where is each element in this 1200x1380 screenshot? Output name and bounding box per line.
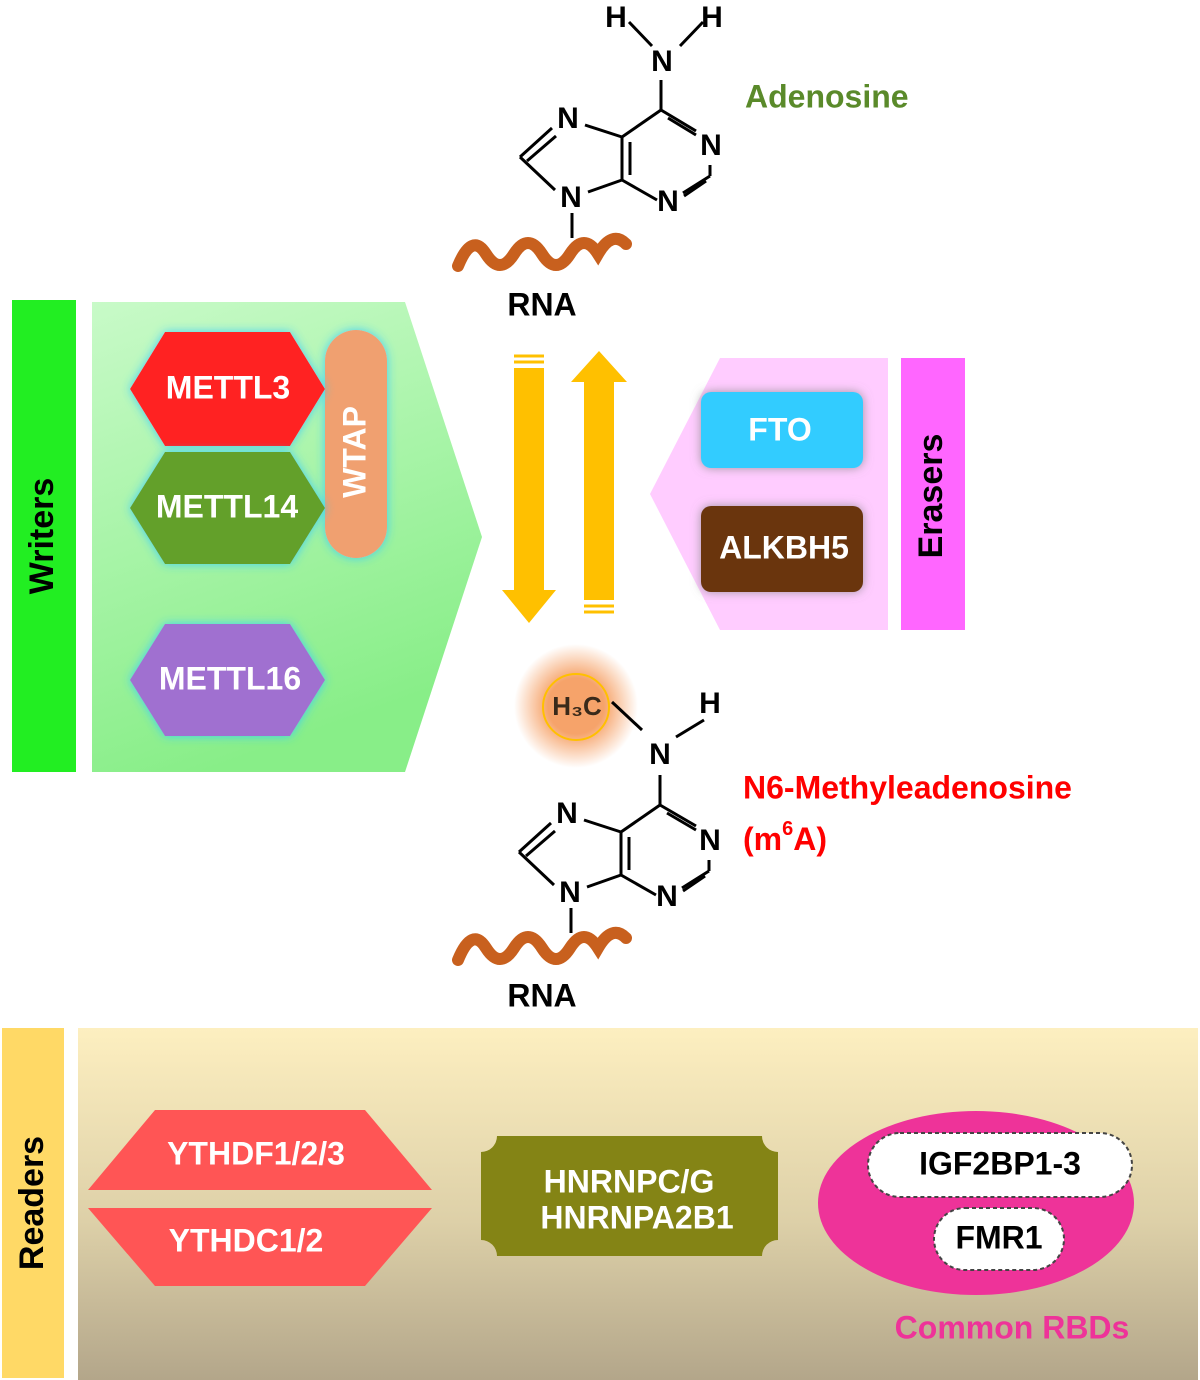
alkbh5-box	[701, 506, 863, 592]
writers-bar	[12, 300, 76, 772]
m6a-abbr-suffix: A)	[793, 821, 827, 857]
alkbh5-label: ALKBH5	[719, 529, 849, 565]
m6a-amino-n: N	[649, 738, 671, 771]
readers-section: Readers YTHDF1/2/3 YTHDC1/2 HNRNPC/G HNR…	[2, 1028, 1198, 1380]
hnrnp-ticket	[481, 1136, 778, 1256]
methyl-group: H₃C	[552, 691, 602, 721]
m6a-rna-strand	[452, 926, 632, 966]
erasers-section: Erasers FTO ALKBH5	[650, 358, 965, 630]
adenosine-n7: N	[557, 102, 579, 135]
methylation-arrow-down	[502, 354, 556, 623]
demethylation-arrow-up	[571, 351, 627, 614]
mettl14-label: METTL14	[156, 488, 298, 524]
fto-label: FTO	[748, 411, 811, 447]
wtap-label: WTAP	[336, 406, 372, 498]
m6a-abbreviation: (m6A)	[743, 818, 827, 857]
m6a-n7: N	[556, 797, 578, 830]
m6a-amino-h: H	[699, 687, 721, 720]
erasers-bar	[901, 358, 965, 630]
mettl14-hexagon	[130, 452, 325, 564]
writers-label: Writers	[23, 478, 61, 595]
hnrnp-label-line2: HNRNPA2B1	[540, 1199, 733, 1235]
igf2bp-label: IGF2BP1-3	[919, 1145, 1081, 1181]
ythdc-label: YTHDC1/2	[169, 1222, 324, 1258]
adenosine-amino-h-right: H	[701, 1, 723, 34]
adenosine-rna-strand	[452, 232, 632, 272]
m6a-rna-label: RNA	[507, 977, 576, 1013]
igf2bp-pill	[867, 1132, 1133, 1198]
adenosine-amino-n: N	[651, 45, 673, 78]
readers-label: Readers	[13, 1136, 51, 1270]
adenosine-rna-label: RNA	[507, 286, 576, 322]
m6a-name: N6-Methyleadenosine	[743, 769, 1072, 805]
adenosine-n3: N	[657, 185, 679, 218]
adenosine-name: Adenosine	[745, 78, 909, 114]
mettl3-label: METTL3	[166, 369, 290, 405]
mettl3-hexagon	[130, 332, 325, 446]
ythdf-label: YTHDF1/2/3	[167, 1135, 345, 1171]
readers-bar	[2, 1028, 64, 1378]
wtap-pill	[325, 330, 387, 558]
erasers-label: Erasers	[912, 434, 950, 559]
fmr1-pill	[933, 1207, 1065, 1271]
adenosine-amino-h-left: H	[605, 1, 627, 34]
fto-box	[701, 392, 863, 468]
m6a-n9: N	[559, 876, 581, 909]
writers-section: Writers WTAP METTL3 METTL14 METTL16	[12, 300, 482, 772]
ythdf-shape	[88, 1110, 432, 1190]
common-rbds-label: Common RBDs	[895, 1309, 1130, 1345]
m6a-n1: N	[699, 824, 721, 857]
m6a-n3: N	[656, 880, 678, 913]
mettl16-hexagon	[130, 624, 325, 736]
fmr1-label: FMR1	[955, 1219, 1042, 1255]
m6a-abbr-sup: 6	[782, 818, 793, 840]
adenosine-n9: N	[560, 181, 582, 214]
ythdc-shape	[88, 1208, 432, 1286]
mettl16-label: METTL16	[159, 660, 301, 696]
equilibrium-arrows	[502, 351, 627, 623]
adenosine-n1: N	[700, 129, 722, 162]
hnrnp-label-line1: HNRNPC/G	[544, 1163, 715, 1199]
adenosine-structure: H H N N N N N RNA Adenosine	[452, 1, 909, 322]
methyl-glow	[514, 644, 638, 768]
m6a-structure: H₃C H N N N N N RNA N6-Meth	[452, 644, 1072, 1013]
methyl-ring	[542, 673, 610, 741]
m6a-abbr-prefix: (m	[743, 821, 782, 857]
